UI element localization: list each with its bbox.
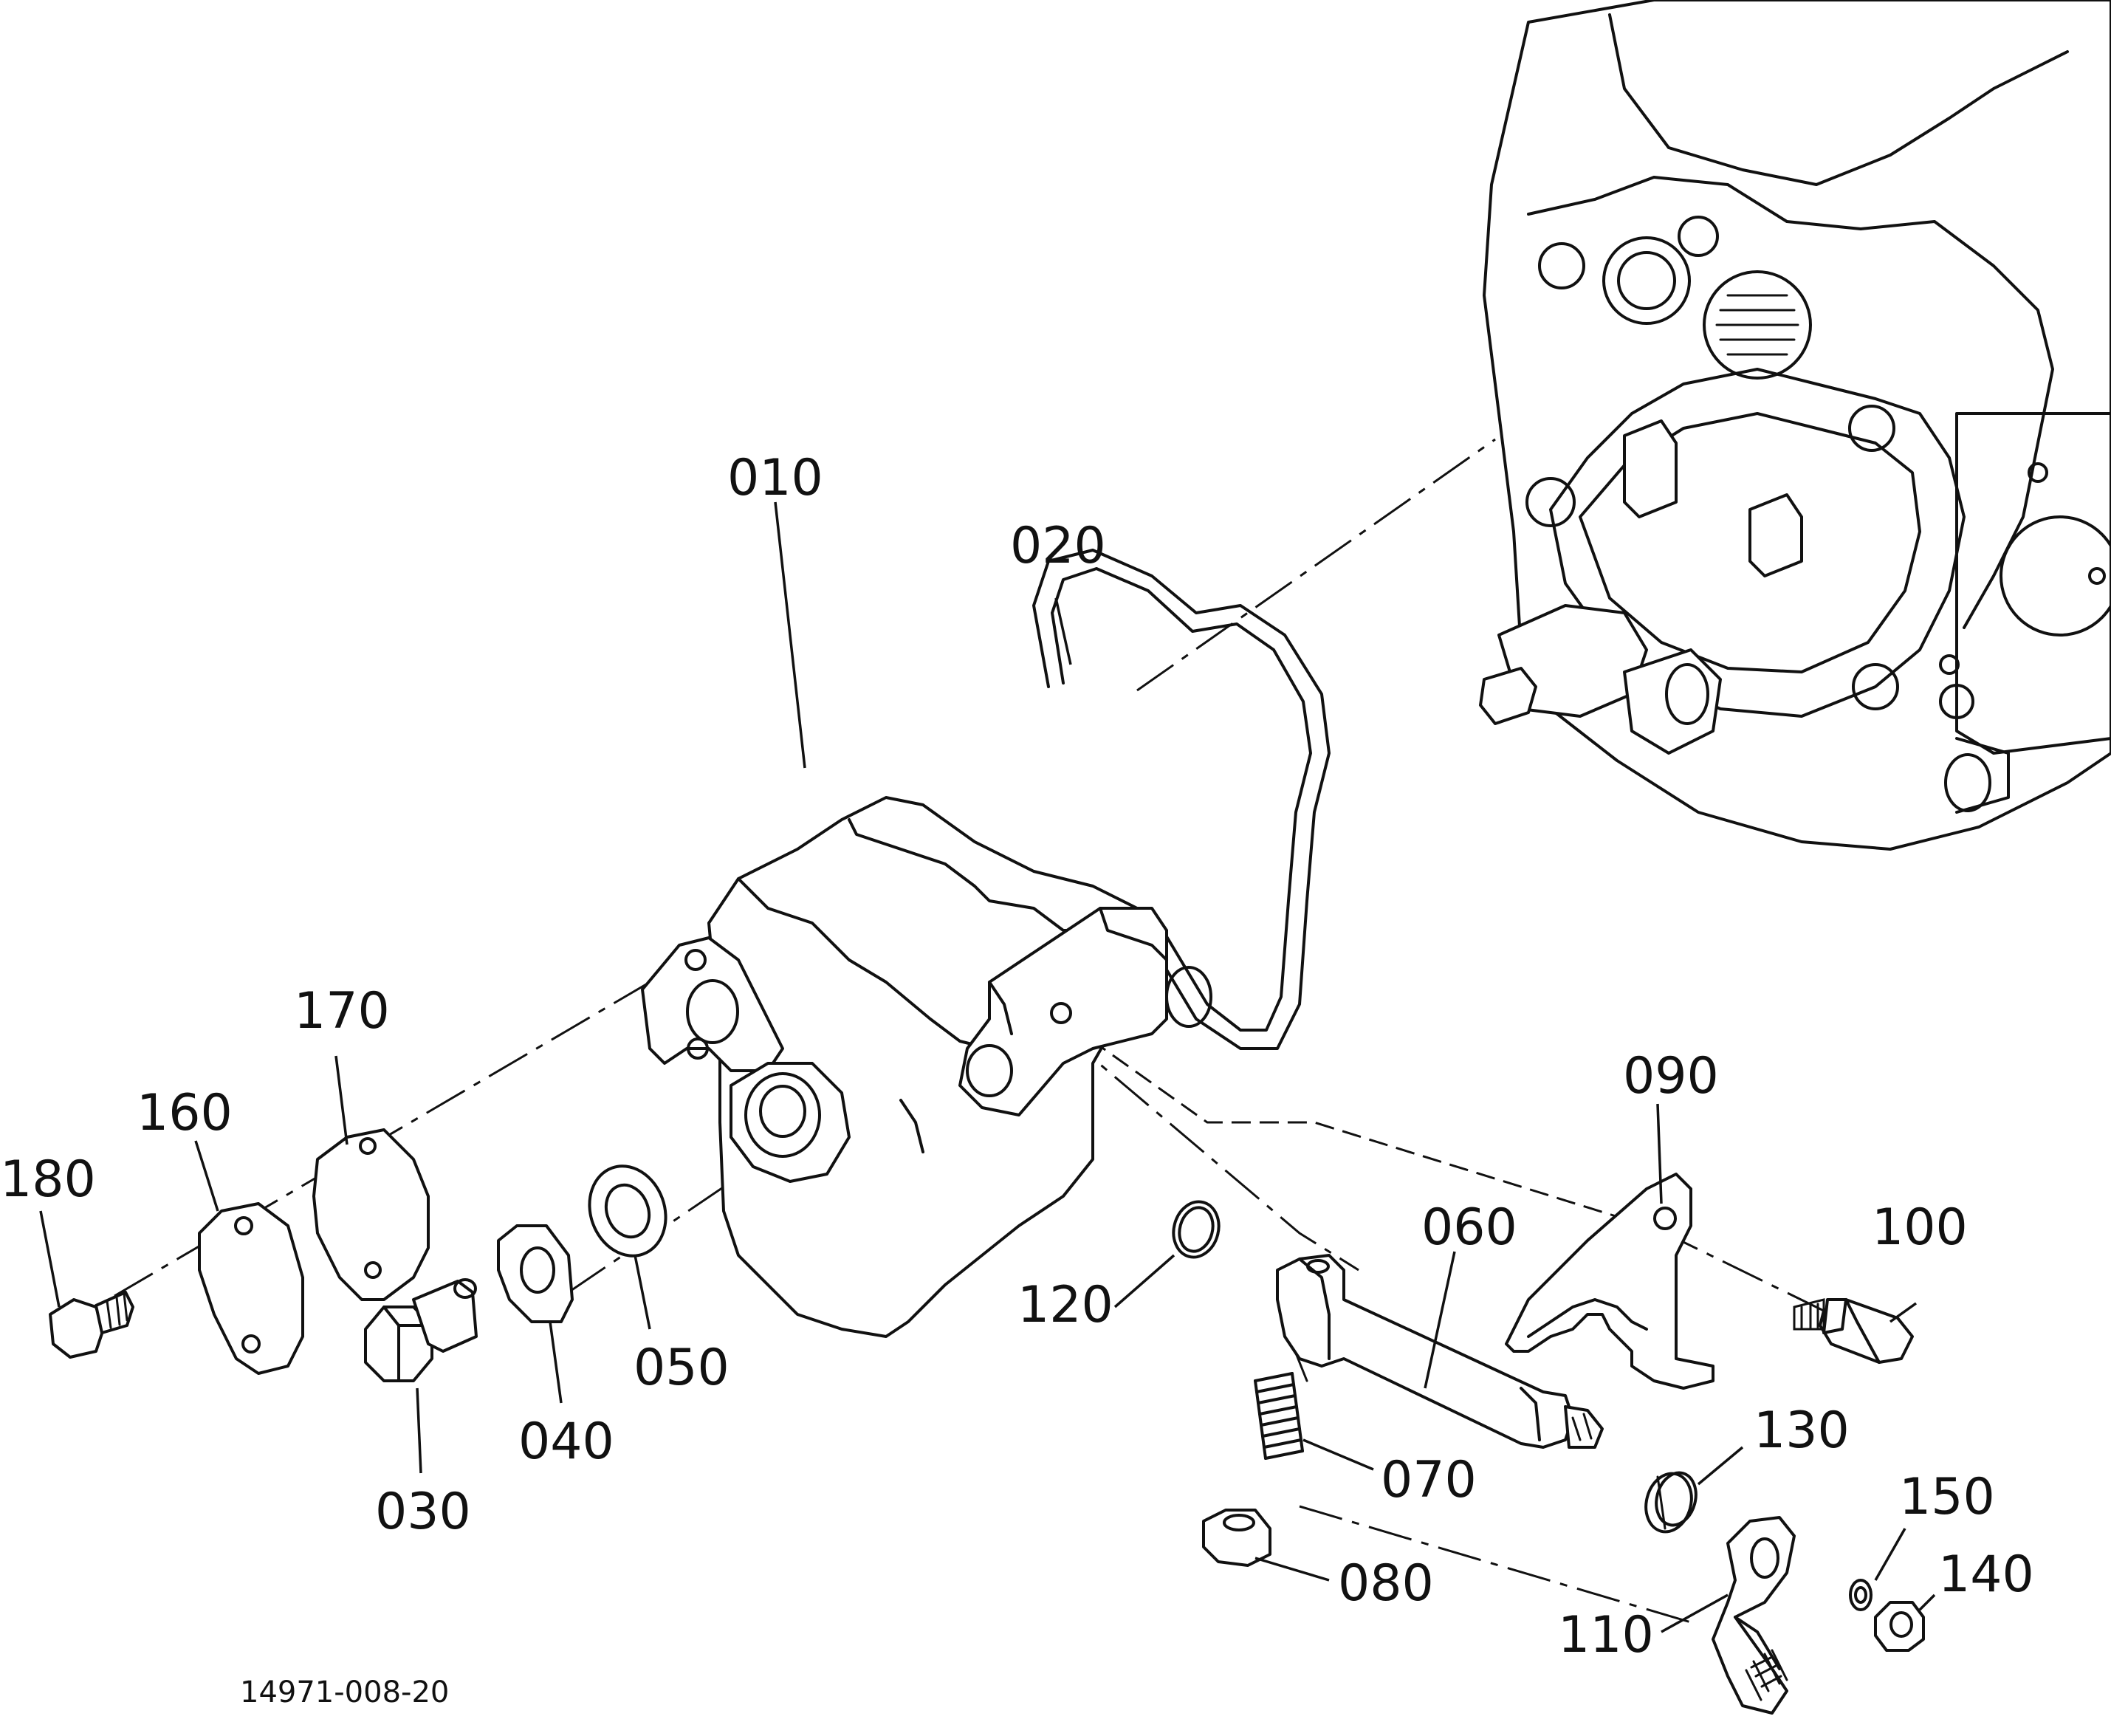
spring-070 [1254,1372,1304,1460]
bracket-090 [1505,1173,1714,1390]
nut-080 [1202,1509,1271,1567]
callout-060: 060 [1421,1198,1517,1257]
pump-body-010 [641,796,1168,1338]
callout-150: 150 [1899,1468,1995,1526]
callout-050: 050 [634,1339,730,1397]
callout-110: 110 [1558,1606,1654,1664]
leader-lines [39,501,1936,1633]
bolt-100 [1793,1298,1914,1364]
engine-block [1479,0,2111,851]
callout-010: 010 [727,449,823,507]
callout-040: 040 [518,1413,614,1471]
callout-140: 140 [1938,1545,2034,1604]
plug-bolt-030 [364,1278,478,1382]
washer-050 [588,1164,667,1258]
callout-070: 070 [1381,1451,1477,1509]
callout-180: 180 [0,1150,96,1209]
o-ring-120 [1172,1200,1221,1259]
callout-160: 160 [137,1084,233,1142]
bolt-180 [49,1291,134,1359]
shaft-060 [1276,1254,1604,1449]
callout-020: 020 [1010,517,1106,575]
washer-040 [497,1224,574,1323]
callout-100: 100 [1872,1198,1968,1257]
gasket-170 [312,1128,430,1301]
lever-110 [1712,1516,1796,1715]
callout-170: 170 [294,982,390,1040]
nut-140 [1874,1601,1925,1652]
washer-150 [1849,1579,1873,1611]
callout-080: 080 [1338,1554,1434,1613]
callout-labels: 010 020 030 040 050 060 070 080 090 100 … [0,449,2034,1664]
cover-plate-160 [198,1202,304,1375]
callout-120: 120 [1017,1276,1113,1334]
callout-030: 030 [375,1483,471,1541]
spring-washer-130 [1644,1471,1698,1534]
callout-090: 090 [1623,1047,1719,1105]
callout-130: 130 [1754,1402,1850,1460]
drawing-code: 14971-008-20 [240,1675,449,1709]
